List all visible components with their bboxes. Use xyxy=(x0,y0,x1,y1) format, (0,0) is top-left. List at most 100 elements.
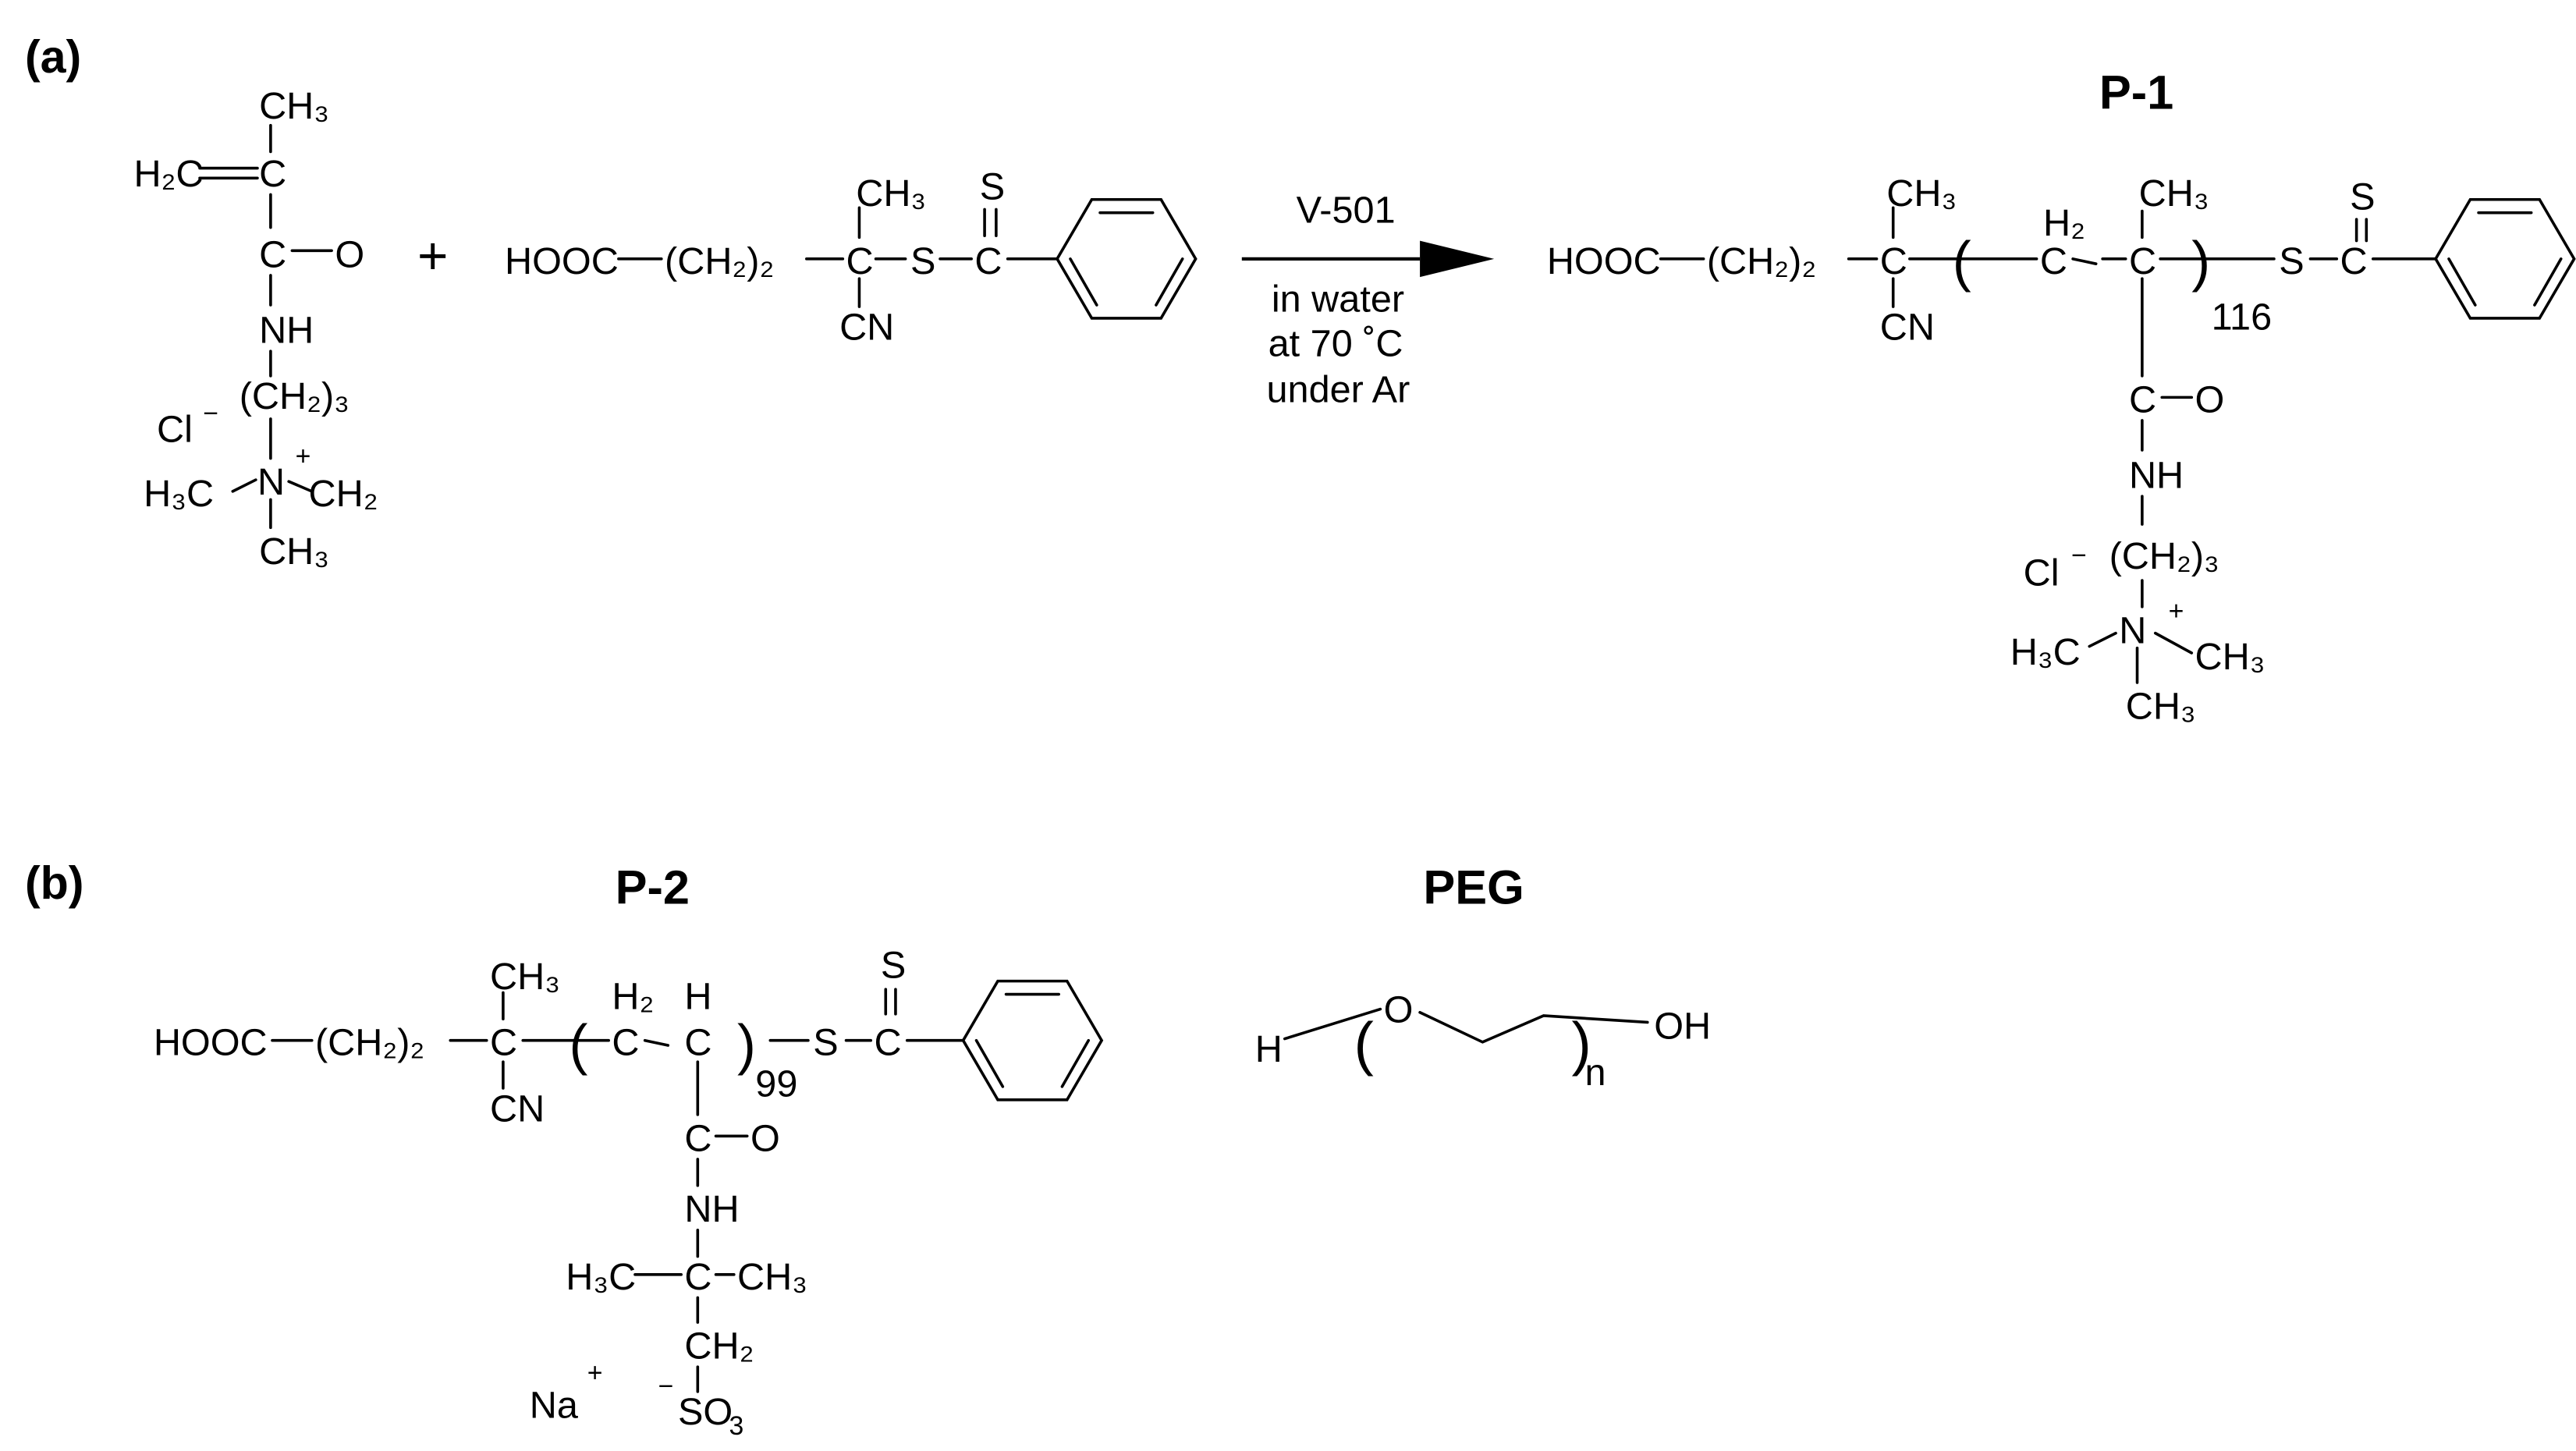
monomer-amide-nh: NH xyxy=(259,310,314,352)
monomer-alpha-carbon: C xyxy=(259,153,286,195)
monomer-carbonyl-carbon: C xyxy=(259,233,286,275)
cta-phenyl-ring xyxy=(1056,197,1198,320)
p2-carbonyl-oxygen: O xyxy=(750,1117,780,1159)
p2-carboxyl: HOOC xyxy=(154,1022,268,1064)
cta-nitrile: CN xyxy=(839,306,894,348)
p2-quaternary-carbon-2: C xyxy=(684,1256,711,1298)
p2-backbone-h2: H₂ xyxy=(612,976,654,1018)
p2-thiocarbonyl-carbon: C xyxy=(874,1022,901,1064)
panel-b-label: (b) xyxy=(25,857,84,909)
p2-sodium-charge: + xyxy=(587,1358,603,1388)
p1-bracket-left: ( xyxy=(1953,230,1971,293)
condition-solvent: in water xyxy=(1272,278,1404,320)
p1-methyl-right: CH₃ xyxy=(2195,636,2266,678)
p1-ammonium-charge: + xyxy=(2169,597,2184,626)
p2-sodium: Na xyxy=(530,1385,579,1427)
cta-ethylene: (CH₂)₂ xyxy=(665,240,774,282)
p1-chloride-charge: − xyxy=(2071,541,2087,570)
condition-temperature: at 70 ˚C xyxy=(1268,323,1403,365)
p1-quaternary-carbon: C xyxy=(1880,240,1907,282)
monomer-methyl: CH₃ xyxy=(259,85,329,127)
p1-chloride: Cl xyxy=(2024,552,2060,594)
p2-backbone-carbon: C xyxy=(684,1022,711,1064)
p1-thione-sulfur: S xyxy=(2350,176,2375,218)
p1-carbonyl-carbon: C xyxy=(2129,378,2156,420)
peg-title: PEG xyxy=(1423,860,1524,914)
p1-methyl-left: H₃C xyxy=(2010,631,2081,673)
p1-ethylene: (CH₂)₂ xyxy=(1707,240,1816,282)
p2-sulfonate-subscript: 3 xyxy=(729,1411,743,1441)
p2-structure: HOOC (CH₂)₂ CH₃ C CN ( H₂ C H C ) 99 S C… xyxy=(154,944,1104,1441)
p2-sulfur: S xyxy=(813,1022,838,1064)
monomer-methylene-right: CH₂ xyxy=(309,473,378,515)
p2-sulfonate: SO xyxy=(678,1391,733,1433)
p2-phenyl-ring xyxy=(961,979,1104,1102)
peg-ether-oxygen: O xyxy=(1384,988,1414,1031)
monomer-structure: CH₃ H₂C C C O NH (CH₂)₃ Cl − H₃C N + CH₂… xyxy=(133,85,378,573)
p2-quaternary-carbon: C xyxy=(490,1022,517,1064)
p1-nitrile: CN xyxy=(1880,306,1935,348)
p1-sulfur: S xyxy=(2279,240,2304,282)
cta-structure: HOOC (CH₂)₂ CH₃ C CN S C S xyxy=(505,166,1198,348)
peg-terminal-h: H xyxy=(1255,1028,1283,1070)
peg-bracket-left: ( xyxy=(1354,1010,1374,1077)
monomer-methyl-bottom: CH₃ xyxy=(259,530,329,573)
p1-ammonium-nitrogen: N xyxy=(2119,609,2146,651)
reagent-label: V-501 xyxy=(1297,189,1396,231)
cta-quaternary-carbon: C xyxy=(846,240,874,282)
monomer-carbonyl-oxygen: O xyxy=(335,233,364,275)
p1-bracket-right: ) xyxy=(2191,230,2210,293)
p1-carbonyl-oxygen: O xyxy=(2195,378,2225,420)
p1-backbone-h2: H₂ xyxy=(2043,202,2085,244)
p2-carbonyl-carbon: C xyxy=(684,1117,711,1159)
p2-sulfonate-methylene: CH₂ xyxy=(684,1325,754,1368)
cta-sulfur: S xyxy=(910,240,935,282)
condition-atmosphere: under Ar xyxy=(1267,369,1410,411)
p1-backbone-methyl: CH₃ xyxy=(2139,172,2209,215)
p2-backbone-h: H xyxy=(684,976,711,1018)
p2-sulfonate-charge: − xyxy=(658,1371,674,1401)
p2-bracket-right: ) xyxy=(737,1013,756,1076)
p1-carboxyl: HOOC xyxy=(1547,240,1661,282)
p2-methyl-right: CH₃ xyxy=(737,1256,807,1298)
p2-title: P-2 xyxy=(616,860,690,914)
reaction-arrow: V-501 in water at 70 ˚C under Ar xyxy=(1241,189,1495,411)
p2-backbone-ch2: C xyxy=(612,1022,639,1064)
peg-repeat-count: n xyxy=(1584,1052,1606,1094)
cta-thiocarbonyl-carbon: C xyxy=(974,240,1002,282)
monomer-methylidene: H₂C xyxy=(133,153,203,195)
plus-sign: + xyxy=(417,227,449,286)
monomer-methyl-left: H₃C xyxy=(144,473,214,515)
panel-a-label: (a) xyxy=(25,30,81,83)
p1-phenyl-ring xyxy=(2434,197,2576,320)
p1-backbone-ch2: C xyxy=(2040,240,2067,282)
p1-amide-nh: NH xyxy=(2129,455,2184,497)
cta-thione-sulfur: S xyxy=(980,166,1005,208)
p1-repeat-count: 116 xyxy=(2212,296,2272,339)
p1-methyl-bottom: CH₃ xyxy=(2126,686,2196,728)
monomer-chloride-charge: − xyxy=(203,399,218,428)
p2-thione-sulfur: S xyxy=(881,944,906,986)
p2-methyl: CH₃ xyxy=(490,956,560,998)
monomer-chloride: Cl xyxy=(157,408,193,450)
p1-propylene: (CH₂)₃ xyxy=(2109,535,2219,577)
p1-thiocarbonyl-carbon: C xyxy=(2340,240,2368,282)
p2-bracket-left: ( xyxy=(569,1013,587,1076)
p1-title: P-1 xyxy=(2099,66,2173,119)
p1-methyl: CH₃ xyxy=(1886,172,1957,215)
monomer-propylene: (CH₂)₃ xyxy=(240,375,349,417)
peg-structure: H ( O ) n OH xyxy=(1255,988,1711,1093)
monomer-ammonium-charge: + xyxy=(296,442,311,471)
p2-methyl-left: H₃C xyxy=(566,1256,636,1298)
p2-nitrile: CN xyxy=(490,1087,545,1130)
p2-ethylene: (CH₂)₂ xyxy=(315,1022,424,1064)
p2-repeat-count: 99 xyxy=(755,1063,797,1105)
peg-hydroxyl: OH xyxy=(1654,1006,1711,1048)
p1-structure: HOOC (CH₂)₂ CH₃ C CN ( H₂ C CH₃ C ) 116 … xyxy=(1547,172,2576,728)
cta-methyl: CH₃ xyxy=(856,172,926,215)
monomer-ammonium-nitrogen: N xyxy=(257,461,285,503)
p2-amide-nh: NH xyxy=(684,1188,739,1230)
cta-carboxyl: HOOC xyxy=(505,240,619,282)
p1-backbone-carbon: C xyxy=(2129,240,2156,282)
